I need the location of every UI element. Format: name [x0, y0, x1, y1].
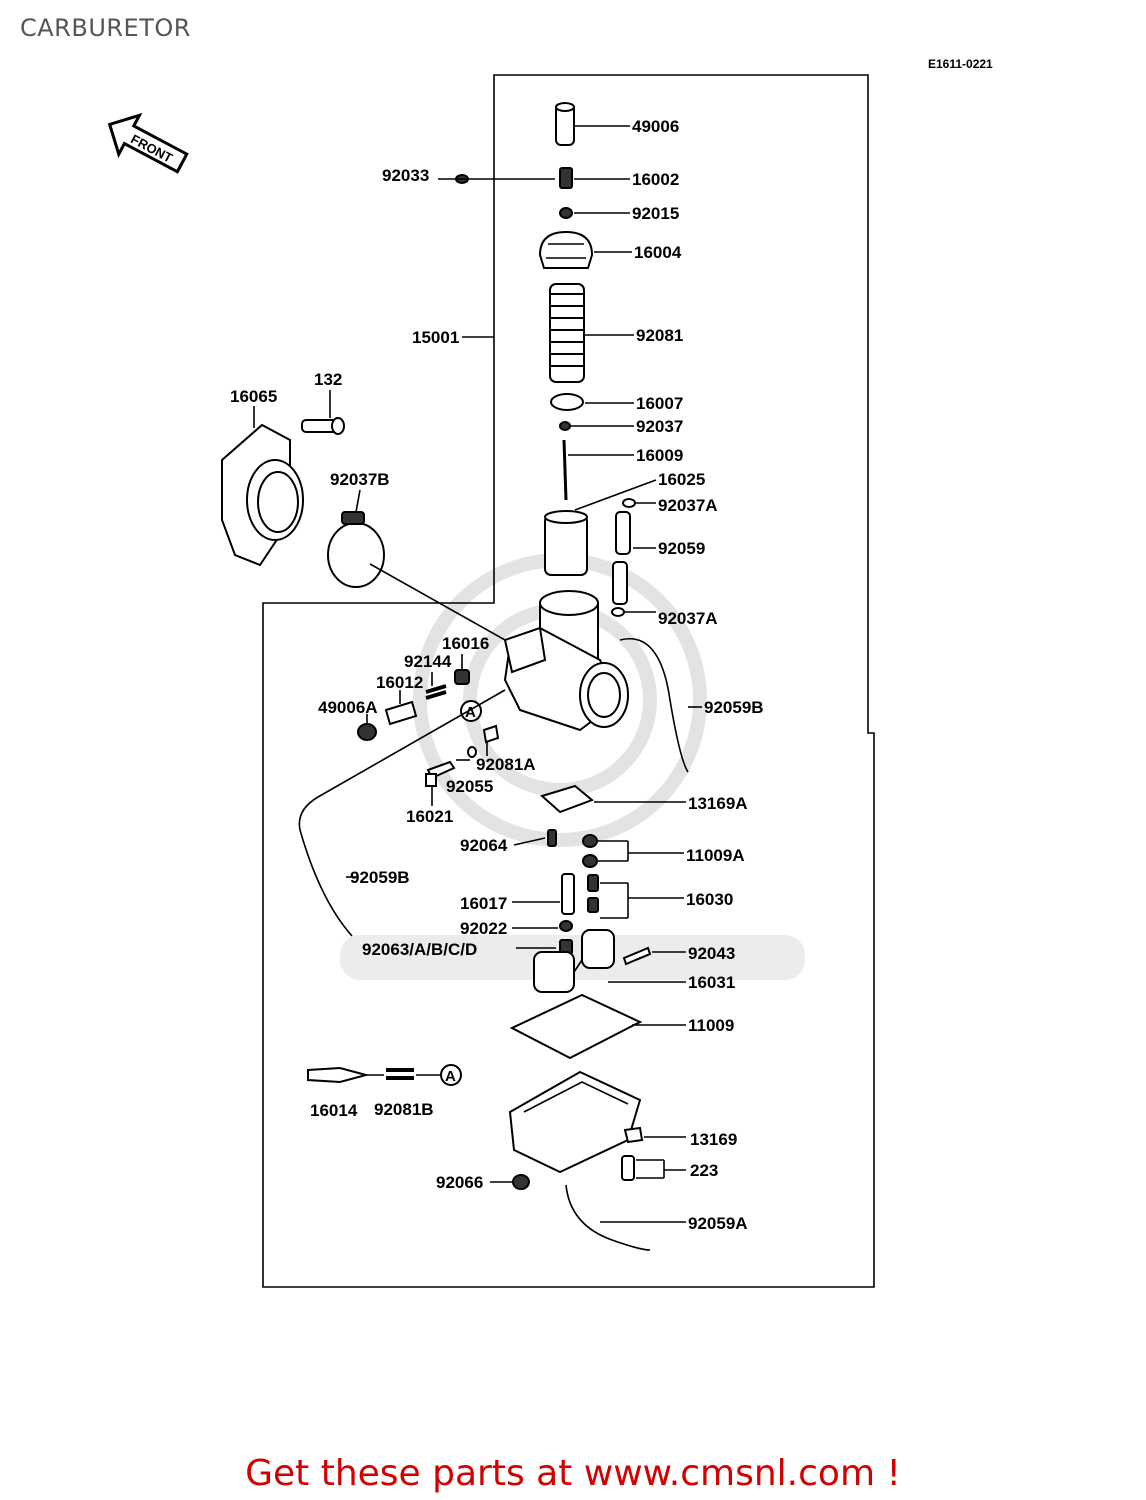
- part-washer-92037: [559, 421, 571, 431]
- part-label: 16012: [376, 673, 423, 692]
- part-label: 92037A: [658, 609, 718, 628]
- svg-text:A: A: [465, 704, 476, 721]
- part-jet-16017: [561, 873, 575, 915]
- part-label: 16016: [442, 634, 489, 653]
- part-tube-92059: [612, 511, 631, 605]
- part-pilot-screw-16014: [307, 1066, 370, 1084]
- part-label: 16030: [686, 890, 733, 909]
- part-oring-92055: [467, 746, 477, 758]
- part-label: 11009A: [686, 846, 745, 865]
- marker-a-2: A: [440, 1064, 462, 1086]
- part-label: 92037: [636, 417, 683, 436]
- part-hose-92059b-right: [619, 638, 689, 773]
- part-label: 13169A: [688, 794, 748, 813]
- svg-text:A: A: [445, 1068, 456, 1085]
- diagram-code: E1611-0221: [928, 57, 993, 71]
- part-carb-body: [503, 590, 629, 732]
- part-label: 92059B: [704, 698, 764, 717]
- part-label: 92037A: [658, 496, 718, 515]
- part-adjuster-16002: [559, 167, 573, 189]
- part-spring-92081b: [386, 1068, 414, 1080]
- part-label: 16025: [658, 470, 705, 489]
- part-label: 15001: [412, 328, 459, 347]
- part-label: 92066: [436, 1173, 483, 1192]
- part-oring-92037a-top: [622, 498, 636, 508]
- part-float-16031: [533, 929, 615, 993]
- part-label: 92081B: [374, 1100, 434, 1119]
- part-oring-11009a-top: [582, 834, 598, 848]
- part-valve-16030-a: [587, 874, 599, 892]
- part-gasket-13169a: [540, 784, 594, 814]
- part-cap-49006: [555, 102, 575, 146]
- part-screw-16012: [384, 700, 418, 726]
- part-top-cap-16004: [538, 230, 594, 269]
- part-label: 92081: [636, 326, 683, 345]
- part-hose-92059a: [565, 1184, 651, 1251]
- part-spring-92081a: [482, 724, 500, 744]
- part-clip-16007: [550, 393, 584, 411]
- front-arrow-icon: FRONT: [107, 112, 189, 174]
- part-manifold-16065: [221, 423, 304, 567]
- part-label: 92043: [688, 944, 735, 963]
- part-16016: [454, 669, 470, 685]
- part-spring-92081: [549, 283, 585, 383]
- part-label: 92055: [446, 777, 493, 796]
- part-screw-92066: [512, 1174, 530, 1190]
- part-oring-92037a-bottom: [611, 607, 625, 617]
- part-label: 92033: [382, 166, 429, 185]
- part-label: 92081A: [476, 755, 536, 774]
- part-label: 13169: [690, 1130, 737, 1149]
- cta-link[interactable]: Get these parts at www.cmsnl.com !: [245, 1453, 901, 1494]
- part-label: 16031: [688, 973, 735, 992]
- part-valve-16030-b: [587, 897, 599, 913]
- part-cap-49006a: [357, 723, 377, 741]
- part-jet-92064: [547, 829, 557, 847]
- part-label: 16009: [636, 446, 683, 465]
- part-screw-13169: [623, 1126, 644, 1144]
- assembly-outline: [262, 74, 875, 1288]
- part-label: 16017: [460, 894, 507, 913]
- part-label: 92059B: [350, 868, 410, 887]
- part-oring-11009a-bottom: [582, 854, 598, 868]
- part-label: 92059: [658, 539, 705, 558]
- part-label: 92144: [404, 652, 452, 671]
- part-label: 92037B: [330, 470, 390, 489]
- part-bolt-132: [301, 417, 345, 435]
- part-label: 92063/A/B/C/D: [362, 940, 477, 959]
- part-label: 92064: [460, 836, 508, 855]
- part-float-bowl: [508, 1070, 642, 1174]
- part-hose-92059b-left: [298, 796, 353, 937]
- part-pin-92043: [622, 946, 652, 966]
- page-title: CARBURETOR: [20, 14, 191, 42]
- part-throttle-valve-16025: [544, 510, 588, 576]
- part-label: 92059A: [688, 1214, 748, 1233]
- part-label: 49006: [632, 117, 679, 136]
- part-label: 16004: [634, 243, 682, 262]
- part-nut-92015: [559, 207, 573, 219]
- part-label: 92015: [632, 204, 679, 223]
- part-label: 11009: [688, 1016, 734, 1035]
- part-needle-16009: [562, 439, 568, 501]
- leader-lines: [253, 125, 702, 1223]
- part-label: 132: [314, 370, 342, 389]
- part-screw-16021: [425, 760, 456, 787]
- part-spring-92144: [425, 684, 447, 700]
- part-label: 16014: [310, 1101, 358, 1120]
- part-label: 16021: [406, 807, 453, 826]
- part-labels: 49006 92033 16002 92015 16004 15001 9208…: [230, 117, 764, 1233]
- part-label: 223: [690, 1161, 718, 1180]
- part-label: 49006A: [318, 698, 378, 717]
- part-label: 16007: [636, 394, 683, 413]
- part-plug-223: [621, 1155, 635, 1181]
- part-label: 92022: [460, 919, 507, 938]
- part-clamp-92037b: [327, 511, 385, 588]
- part-label: 16065: [230, 387, 277, 406]
- part-gasket-11009: [509, 993, 643, 1060]
- marker-a-1: A: [460, 700, 482, 722]
- exploded-parts-diagram: E1611-0221 FRONT: [107, 57, 993, 1288]
- part-label: 16002: [632, 170, 679, 189]
- part-washer-92022: [559, 920, 573, 932]
